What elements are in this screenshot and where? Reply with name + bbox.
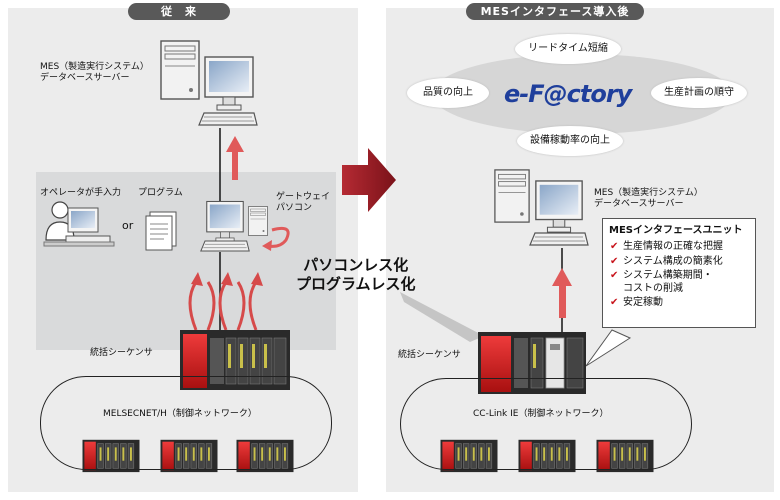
callout-item: ✔生産情報の正確な把握 — [610, 241, 723, 252]
left-network-loop — [40, 376, 332, 470]
right-up-arrow-icon — [552, 268, 572, 318]
callout-item: ✔システム構築期間・ コストの削減 — [610, 270, 713, 294]
operator-icon — [43, 201, 115, 247]
callout-item: ✔安定稼動 — [610, 297, 663, 308]
left-mes-label: MES（製造実行システム） データベースサーバー — [40, 62, 149, 83]
right-sequencer-label: 統括シーケンサ — [398, 350, 461, 360]
data-cycle-arrows-icon — [188, 281, 258, 331]
operator-label: オペレータが手入力 — [40, 188, 122, 198]
benefit-right: 生産計画の順守 — [651, 78, 747, 108]
right-network-loop — [400, 378, 692, 470]
left-header: 従 来 — [128, 3, 230, 20]
callout-item: ✔システム構成の簡素化 — [610, 256, 723, 267]
check-icon: ✔ — [610, 241, 619, 252]
callout-title: MESインタフェースユニット — [609, 225, 743, 236]
transition-pointer — [400, 292, 484, 342]
benefit-top: リードタイム短縮 — [515, 34, 621, 64]
transition-arrow-icon — [342, 148, 396, 212]
left-gateway-zone — [36, 172, 336, 350]
mes-interface-callout: MESインタフェースユニット ✔生産情報の正確な把握 ✔システム構成の簡素化 ✔… — [602, 218, 756, 328]
benefit-left: 品質の向上 — [407, 78, 489, 108]
check-icon: ✔ — [610, 297, 619, 308]
right-mes-label: MES（製造実行システム） データベースサーバー — [594, 188, 703, 209]
check-icon: ✔ — [610, 256, 619, 267]
left-mes-server-icon — [160, 40, 258, 126]
gateway-label: ゲートウェイ パソコン — [276, 192, 331, 213]
check-icon: ✔ — [610, 270, 619, 281]
left-network-label: MELSECNET/H（制御ネットワーク） — [100, 406, 260, 419]
or-label: or — [122, 219, 134, 232]
benefit-bottom: 設備稼動率の向上 — [517, 126, 623, 156]
left-sequencer-label: 統括シーケンサ — [90, 348, 153, 358]
benefit-halo — [432, 54, 732, 134]
e-factory-logo: e-F@ctory — [504, 80, 632, 108]
right-header: MESインタフェース導入後 — [466, 3, 644, 20]
callout-pointer — [585, 329, 632, 367]
program-document-icon — [145, 211, 177, 251]
gateway-loop-arrow-icon — [267, 226, 290, 248]
left-up-arrow-icon — [226, 136, 244, 180]
right-network-label: CC-Link IE（制御ネットワーク） — [470, 406, 612, 419]
right-sequencer-icon — [478, 332, 586, 394]
gateway-pc-icon — [200, 200, 268, 252]
left-sequencer-icon — [180, 330, 290, 390]
mes-interface-unit-icon — [545, 337, 565, 389]
transition-text: パソコンレス化 プログラムレス化 — [296, 256, 416, 293]
right-mes-server-icon — [494, 169, 589, 246]
program-label: プログラム — [138, 188, 183, 198]
